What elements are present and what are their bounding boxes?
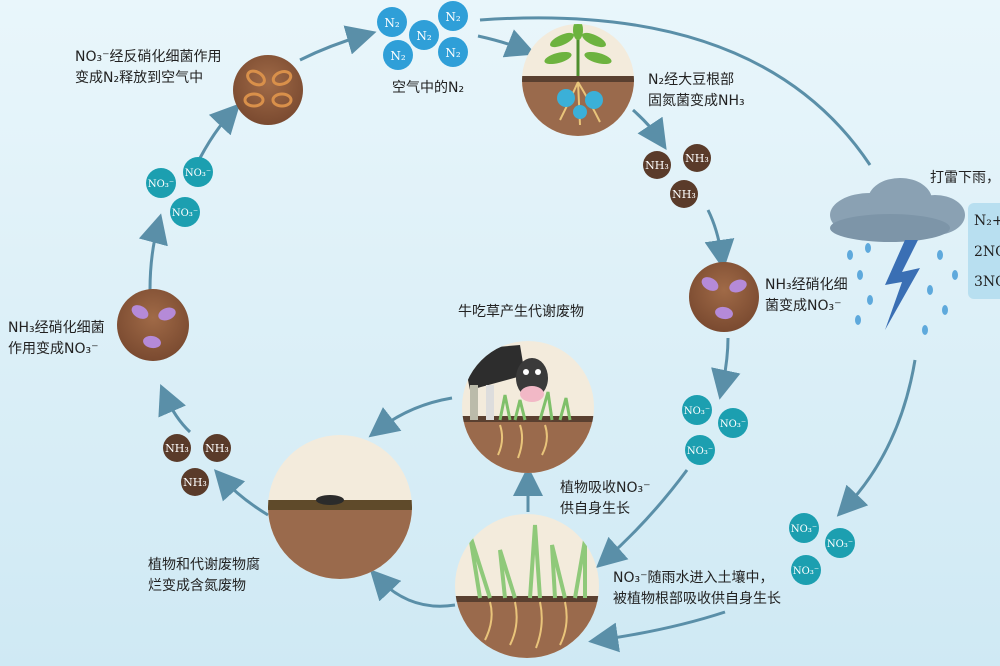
arrow-nh3-to-nitrify-left	[158, 383, 192, 434]
decay-illustration	[268, 435, 412, 579]
nh3-molecule: NH₃	[643, 151, 671, 179]
arrow-no3-to-grass	[596, 469, 689, 568]
n2-molecule-group: N₂ N₂ N₂ N₂ N₂	[377, 1, 468, 70]
nh3-molecule: NH₃	[683, 144, 711, 172]
svg-text:NH₃: NH₃	[205, 442, 229, 455]
no3-molecule: NO₃⁻	[789, 513, 819, 543]
cow-label: 牛吃草产生代谢废物	[458, 304, 584, 320]
no3-molecule: NO₃⁻	[146, 168, 176, 198]
soybean-root-illustration	[522, 24, 634, 136]
nh3-molecule: NH₃	[203, 434, 231, 462]
svg-text:N₂: N₂	[445, 10, 461, 24]
nitrifying-bacteria-left	[117, 289, 189, 361]
cow-grazing-illustration	[462, 341, 594, 473]
svg-text:NO₃⁻: NO₃⁻	[720, 419, 746, 430]
decay-label: 植物和代谢废物腐 烂变成含氮废物	[148, 557, 260, 594]
nh3-molecule-group-left: NH₃ NH₃ NH₃	[163, 434, 231, 496]
arrow-no3-to-denitrify	[198, 103, 241, 159]
no3-molecule-group-right: NO₃⁻ NO₃⁻ NO₃⁻	[682, 395, 748, 465]
n2-molecule: N₂	[377, 7, 407, 37]
no3-molecule: NO₃⁻	[718, 408, 748, 438]
equation-line-3: 3NO	[974, 274, 1000, 290]
svg-text:NH₃: NH₃	[645, 159, 669, 172]
equation-line-1: N₂+	[974, 213, 1000, 229]
svg-text:NH₃: NH₃	[183, 476, 207, 489]
no3-molecule: NO₃⁻	[170, 197, 200, 227]
arrow-soy-to-nh3	[632, 108, 667, 150]
svg-text:N₂: N₂	[384, 16, 400, 30]
no3-molecule: NO₃⁻	[183, 157, 213, 187]
nh3-molecule: NH₃	[163, 434, 191, 462]
arrow-to-air	[299, 25, 377, 62]
no3-molecule: NO₃⁻	[791, 555, 821, 585]
no3-molecule-group-left: NO₃⁻ NO₃⁻ NO₃⁻	[146, 157, 213, 227]
arrow-nh3-to-nitrify	[704, 209, 735, 270]
denitrify-label: NO₃⁻经反硝化细菌作用 变成N₂释放到空气中	[75, 49, 222, 86]
n2-molecule: N₂	[438, 1, 468, 31]
arrow-storm-to-no3	[836, 359, 917, 517]
denitrifying-bacteria	[233, 55, 303, 125]
air-n2-label: 空气中的N₂	[392, 80, 465, 96]
svg-text:NO₃⁻: NO₃⁻	[827, 539, 853, 550]
arrow-nitrify-left-to-no3	[138, 213, 168, 291]
svg-text:NO₃⁻: NO₃⁻	[791, 524, 817, 535]
grass-growth-illustration	[455, 514, 599, 658]
absorb-mid-label: 植物吸收NO₃⁻ 供自身生长	[560, 480, 651, 517]
no3-molecule: NO₃⁻	[682, 395, 712, 425]
arrow-rain-to-grass	[588, 610, 726, 653]
soybean-label: N₂经大豆根部 固氮菌变成NH₃	[648, 72, 745, 109]
svg-text:N₂: N₂	[445, 46, 461, 60]
storm-cloud-icon	[830, 178, 965, 335]
equation-box	[968, 203, 1000, 299]
arrow-nitrify-to-no3	[711, 337, 741, 400]
n2-molecule: N₂	[438, 37, 468, 67]
arrow-cow-to-decay	[368, 396, 453, 438]
nh3-molecule-group-right: NH₃ NH₃ NH₃	[643, 144, 711, 208]
nitrify-right-label: NH₃经硝化细 菌变成NO₃⁻	[765, 277, 848, 314]
arrow-air-to-soy	[477, 29, 537, 58]
svg-text:NO₃⁻: NO₃⁻	[185, 168, 211, 179]
svg-text:NO₃⁻: NO₃⁻	[687, 446, 713, 457]
arrow-grass-to-decay	[369, 569, 456, 608]
svg-text:N₂: N₂	[390, 49, 406, 63]
thunder-label: 打雷下雨，	[930, 170, 1000, 186]
svg-text:NO₃⁻: NO₃⁻	[148, 179, 174, 190]
nitrify-left-label: NH₃经硝化细菌 作用变成NO₃⁻	[8, 320, 105, 357]
nh3-molecule: NH₃	[670, 180, 698, 208]
no3-molecule-group-bottom-right: NO₃⁻ NO₃⁻ NO₃⁻	[789, 513, 855, 585]
svg-text:NO₃⁻: NO₃⁻	[684, 406, 710, 417]
svg-text:N₂: N₂	[416, 29, 432, 43]
cycle-arrows	[138, 16, 917, 653]
no3-molecule: NO₃⁻	[825, 528, 855, 558]
no3-molecule: NO₃⁻	[685, 435, 715, 465]
svg-text:NO₃⁻: NO₃⁻	[172, 208, 198, 219]
nitrifying-bacteria-right	[689, 262, 759, 332]
n2-molecule: N₂	[383, 40, 413, 70]
equation-line-2: 2NO	[974, 244, 1000, 260]
svg-text:NH₃: NH₃	[672, 188, 696, 201]
rain-soil-label: NO₃⁻随雨水进入土壤中， 被植物根部吸收供自身生长	[613, 570, 781, 607]
svg-text:NH₃: NH₃	[685, 152, 709, 165]
nh3-molecule: NH₃	[181, 468, 209, 496]
arrow-air-to-storm	[479, 16, 872, 166]
n2-molecule: N₂	[409, 20, 439, 50]
svg-text:NO₃⁻: NO₃⁻	[793, 566, 819, 577]
arrow-decay-to-nh3	[213, 469, 269, 517]
svg-text:NH₃: NH₃	[165, 442, 189, 455]
